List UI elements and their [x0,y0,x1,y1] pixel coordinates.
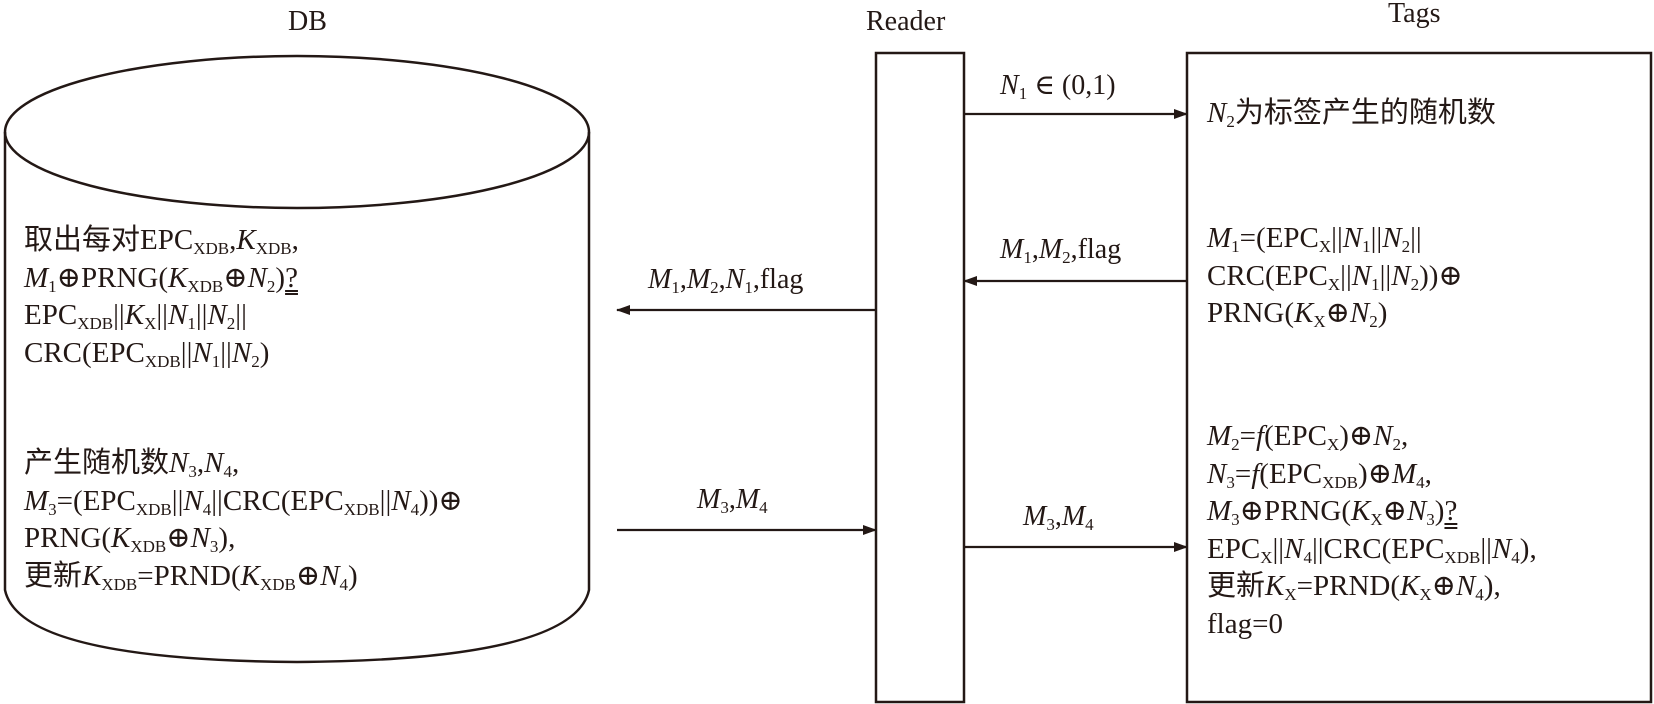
formula-line: M1=(EPCX||N1||N2|| [1207,222,1422,256]
formula-line: PRNG(KX⊕N2) [1207,297,1388,331]
formula-line: N3=f(EPCXDB)⊕M4, [1207,457,1432,492]
msg-n1-range: N1 ∈ (0,1) [1000,70,1116,103]
formula-line: CRC(EPCX||N1||N2))⊕ [1207,259,1463,294]
formula-line: flag=0 [1207,607,1283,640]
formula-line: N2为标签产生的随机数 [1207,97,1496,131]
db-cylinder-body [3,132,591,664]
msg-m1-m2-flag: M1,M2,flag [1000,234,1122,267]
tags-m1-block: M1=(EPCX||N1||N2||CRC(EPCX||N1||N2))⊕PRN… [1207,220,1463,333]
formula-line: PRNG(KXDB⊕N3), [24,522,236,556]
tags-verify-block: M2=f(EPCX)⊕N2,N3=f(EPCXDB)⊕M4,M3⊕PRNG(KX… [1207,418,1537,643]
tags-header: Tags [1388,0,1441,29]
formula-line: M3=(EPCXDB||N4||CRC(EPCXDB||N4))⊕ [24,484,463,519]
db-update-block: 产生随机数N3,N4,M3=(EPCXDB||N4||CRC(EPCXDB||N… [24,445,463,595]
formula-line: M2=f(EPCX)⊕N2, [1207,420,1409,454]
formula-line: EPCX||N4||CRC(EPCXDB||N4), [1207,532,1537,567]
formula-line: 更新KX=PRND(KX⊕N4), [1207,570,1501,604]
formula-line: M1⊕PRNG(KXDB⊕N2)? [24,261,298,296]
tags-box [1185,51,1653,704]
formula-line: 取出每对EPCXDB,KXDB, [24,224,299,258]
formula-line: M3⊕PRNG(KX⊕N3)? [1207,495,1458,529]
db-cylinder [3,54,591,664]
formula-line: 产生随机数N3,N4, [24,447,240,481]
formula-line: 更新KXDB=PRND(KXDB⊕N4) [24,559,358,594]
msg-m3-m4-tags: M3,M4 [1023,501,1094,534]
reader-header: Reader [866,6,946,37]
formula-line: EPCXDB||KX||N1||N2|| [24,299,247,333]
msg-m3-m4-db: M3,M4 [697,484,768,517]
db-header: DB [288,6,327,37]
tags-nonce-note: N2为标签产生的随机数 [1207,95,1496,133]
msg-m1-m2-n1-flag: M1,M2,N1,flag [648,264,804,297]
db-verify-block: 取出每对EPCXDB,KXDB,M1⊕PRNG(KXDB⊕N2)?EPCXDB|… [24,222,299,372]
db-cylinder-top [3,54,591,210]
reader-box [874,51,966,704]
formula-line: CRC(EPCXDB||N1||N2) [24,336,270,371]
